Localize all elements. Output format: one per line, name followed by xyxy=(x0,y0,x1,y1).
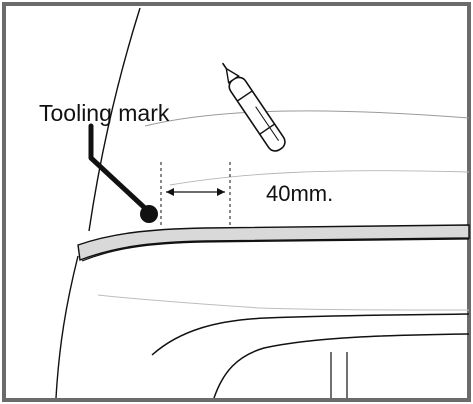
pen-cap-line xyxy=(259,123,276,135)
window-opening-outline xyxy=(151,313,470,356)
upper-body-contour xyxy=(97,294,470,311)
roof-molding xyxy=(77,224,470,261)
pen-icon xyxy=(222,62,286,152)
distance-label: 40mm. xyxy=(266,181,333,206)
tooling-mark-label: Tooling mark xyxy=(39,100,170,126)
dimension-arrowhead-right xyxy=(217,188,225,196)
pen-point xyxy=(222,62,228,70)
molding-lower-edge xyxy=(81,238,470,262)
lower-pillar-line xyxy=(55,255,79,399)
pen-tip xyxy=(225,67,240,84)
roof-light-line xyxy=(169,170,470,186)
tooling-mark-dot xyxy=(140,205,158,223)
pillar-line-left xyxy=(88,7,141,232)
tooling-mark-pointer xyxy=(88,123,150,213)
pen-highlight xyxy=(255,106,279,141)
dimension-arrowhead-left xyxy=(166,188,174,196)
pen-grip-line xyxy=(236,90,253,102)
door-opening-outline xyxy=(213,333,470,399)
roof-highlight-line xyxy=(144,110,470,127)
